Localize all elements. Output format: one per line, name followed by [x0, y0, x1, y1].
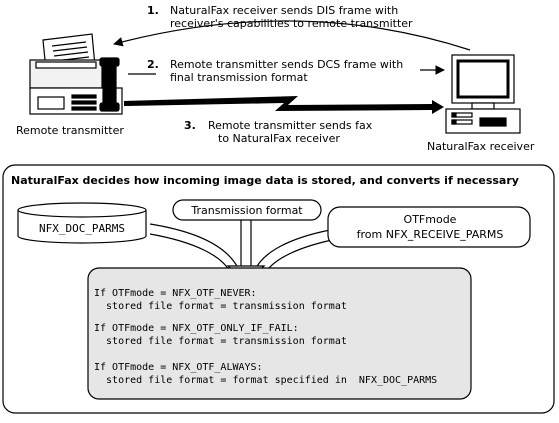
rule-always-condition: If OTFmode = NFX_OTF_ALWAYS: — [94, 362, 263, 373]
otf-mode-label-line-2: from NFX_RECEIVE_PARMS — [357, 228, 504, 241]
arrow-step-1 — [113, 20, 471, 51]
step-2-line-2: final transmission format — [170, 71, 308, 84]
rule-always-result: stored file format = format specified in… — [94, 375, 437, 386]
fax-machine-icon — [29, 33, 123, 115]
decision-panel-title: NaturalFax decides how incoming image da… — [11, 174, 519, 187]
step-1-line-2: receiver's capabilities to remote transm… — [170, 17, 413, 30]
lightning-arrow-step-3 — [124, 96, 444, 114]
otf-mode-box — [327, 206, 531, 248]
step-3-number: 3. — [184, 119, 196, 132]
connector-transmission — [240, 220, 252, 266]
computer-icon — [445, 54, 521, 134]
step-1-number: 1. — [147, 4, 159, 17]
rule-never-condition: If OTFmode = NFX_OTF_NEVER: — [94, 288, 257, 299]
rules-box — [87, 267, 472, 400]
step-3-line-1: Remote transmitter sends fax — [208, 119, 373, 132]
otf-mode-label-line-1: OTFmode — [404, 213, 457, 226]
rule-only-if-fail-condition: If OTFmode = NFX_OTF_ONLY_IF_FAIL: — [94, 323, 299, 334]
rule-never-result: stored file format = transmission format — [94, 301, 347, 312]
step-3-line-2: to NaturalFax receiver — [218, 132, 340, 145]
step-2-line-1: Remote transmitter sends DCS frame with — [170, 58, 403, 71]
rule-only-if-fail-result: stored file format = transmission format — [94, 336, 347, 347]
naturalfax-receiver-label: NaturalFax receiver — [427, 140, 535, 153]
step-1-line-1: NaturalFax receiver sends DIS frame with — [170, 4, 398, 17]
transmission-format-box — [172, 199, 322, 221]
doc-parms-cylinder — [17, 202, 147, 244]
doc-parms-label: NFX_DOC_PARMS — [39, 222, 125, 235]
step-2-number: 2. — [147, 58, 159, 71]
transmission-format-label: Transmission format — [190, 204, 303, 217]
connector-doc-parms — [149, 223, 241, 273]
remote-transmitter-label: Remote transmitter — [16, 124, 124, 137]
